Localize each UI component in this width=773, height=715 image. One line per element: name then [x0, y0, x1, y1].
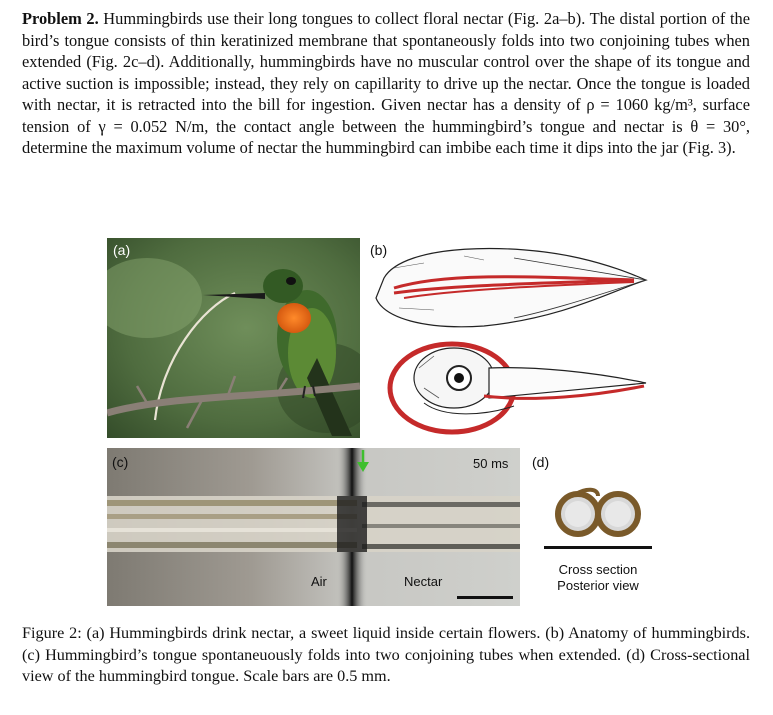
panel-c-label: (c) [112, 454, 129, 470]
panel-c-micrograph [107, 448, 520, 606]
problem-heading: Problem 2. [22, 9, 99, 28]
panel-b-anatomy [364, 238, 654, 443]
time-label: 50 ms [473, 456, 509, 471]
problem-statement: Problem 2. Hummingbirds use their long t… [22, 8, 750, 159]
nectar-label: Nectar [404, 574, 443, 589]
panel-b-label: (b) [370, 242, 388, 258]
panel-a-label: (a) [113, 242, 131, 258]
figure-caption: Figure 2: (a) Hummingbirds drink nectar,… [22, 624, 750, 685]
air-label: Air [311, 574, 327, 589]
panel-d-label: (d) [532, 454, 550, 470]
problem-body: Hummingbirds use their long tongues to c… [22, 9, 750, 157]
cross-section-line1: Cross section [558, 562, 638, 577]
panel-a-photo [107, 238, 360, 438]
panel-d-cross-section [544, 487, 652, 549]
cross-section-line2: Posterior view [557, 578, 639, 593]
